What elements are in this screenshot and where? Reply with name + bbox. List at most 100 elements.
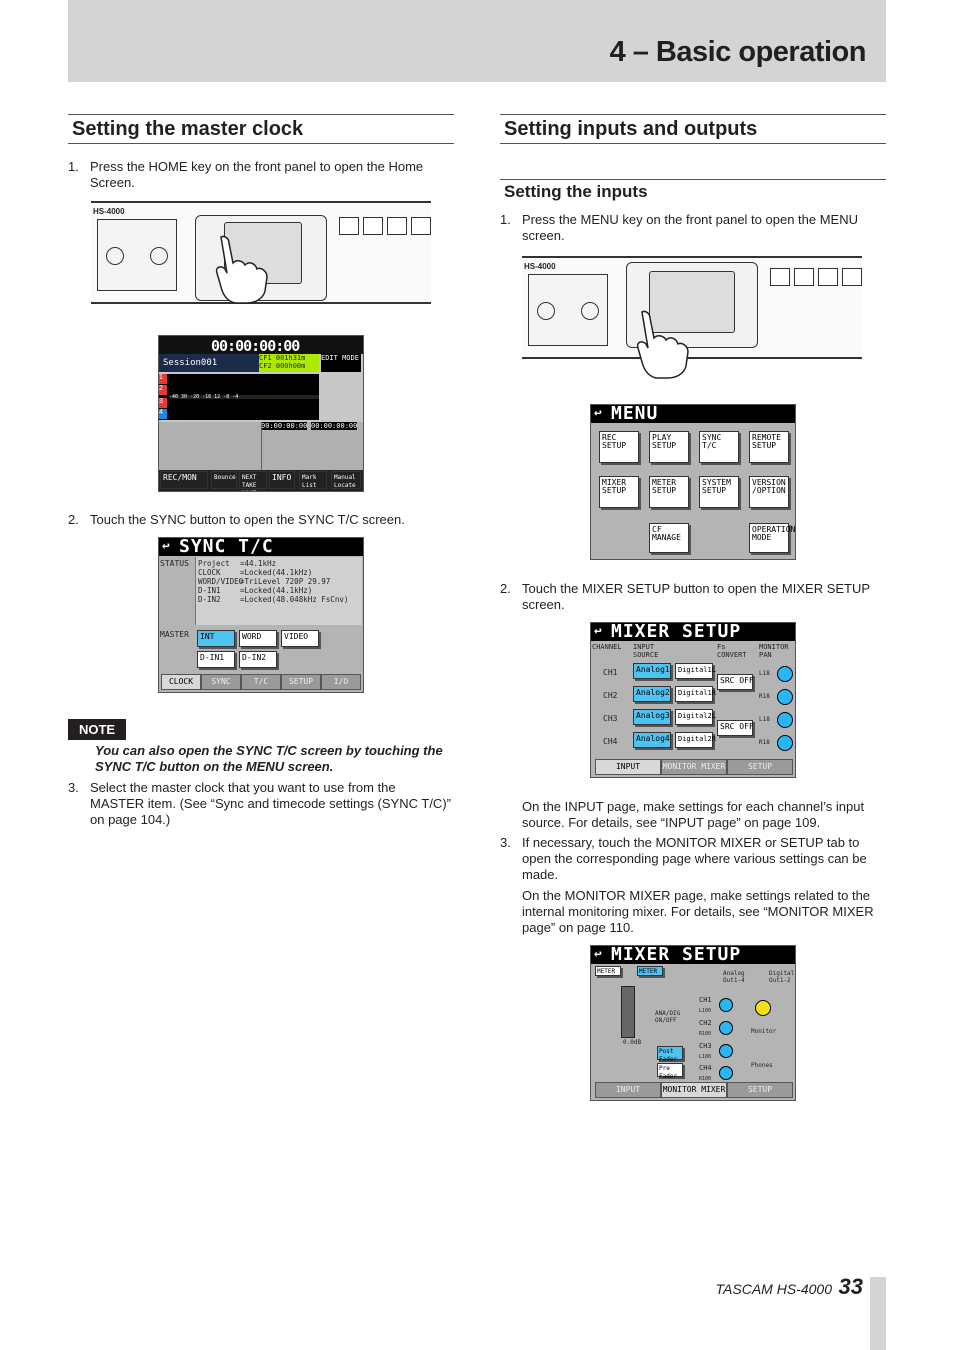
pan-value: L18 — [759, 670, 770, 677]
manual-locate-button: Manual Locate — [331, 471, 361, 489]
meter-button: METER — [595, 966, 621, 976]
header-monitor-pan: MONITOR PAN — [759, 643, 789, 659]
status-row: D-IN1=Locked(44.1kHz) — [198, 586, 313, 595]
ch-pan-value: L100 — [699, 1054, 712, 1060]
rec-setup-button: REC SETUP — [599, 431, 639, 463]
menu-title-text: MENU — [611, 404, 659, 424]
step-text-line: If necessary, touch the MONITOR MIXER or… — [522, 835, 860, 850]
note-line: You can also open the SYNC T/C screen by… — [95, 743, 443, 758]
analog-out-label: Analog Out1-4 — [723, 970, 745, 984]
step-text-line: Press the MENU key on the front panel to… — [522, 212, 859, 227]
tab-io: I/O — [321, 674, 361, 690]
status-row: Project=44.1kHz — [198, 559, 277, 568]
touch-screen — [649, 271, 735, 333]
step-number: 3. — [500, 835, 511, 850]
note-label: NOTE — [68, 719, 126, 740]
edit-mode-button: EDIT MODE — [321, 354, 361, 372]
master-din2-button: D-IN2 — [239, 651, 277, 668]
knob-icon — [537, 302, 555, 320]
step-text-line: screen. — [522, 597, 565, 612]
page-header: 4 – Basic operation — [68, 0, 886, 82]
stop-button — [770, 268, 790, 286]
cf2-remaining: CF2 000h00m — [259, 362, 306, 370]
pan-knob-icon — [719, 1066, 733, 1080]
step-number: 3. — [68, 780, 79, 795]
step-text-line: Select the master clock that you want to… — [90, 780, 396, 795]
tab-setup: SETUP — [281, 674, 321, 690]
tab-monitor-mixer: MONITOR MIXER — [661, 759, 727, 775]
step-text-line: Touch the MIXER SETUP button to open the… — [522, 581, 871, 596]
monitor-level-knob-icon — [755, 1000, 771, 1016]
track-4: 4 — [159, 409, 167, 419]
monitor-label: Monitor — [751, 1028, 777, 1035]
status-label: STATUS — [160, 559, 189, 568]
channel-label: CH2 — [603, 691, 618, 700]
status-row: D-IN2=Locked(48.048kHz FsCnv) — [198, 595, 349, 604]
timeline-area: 00:00:00:00 00:00:00:00 — [159, 422, 363, 470]
operation-mode-button: OPERATION MODE — [749, 523, 795, 553]
ch-pan-value: R100 — [699, 1031, 712, 1037]
paragraph-line: On the MONITOR MIXER page, make settings… — [522, 888, 871, 903]
system-setup-button: SYSTEM SETUP — [699, 476, 739, 508]
pointing-hand-icon — [636, 310, 689, 379]
step-text-line: open the corresponding page where variou… — [522, 851, 867, 866]
device-brand: HS-4000 — [93, 207, 125, 216]
step-text-line: Screen. — [90, 175, 135, 190]
mixer-setup-input-screen: ↩ MIXER SETUP CHANNEL INPUT SOURCE Fs CO… — [590, 622, 796, 778]
analog3-source-button: Analog3 — [633, 709, 671, 725]
analog4-source-button: Analog4 — [633, 732, 671, 748]
back-arrow-icon: ↩ — [162, 539, 171, 554]
fader-icon — [621, 986, 635, 1038]
digital2r-source-button: Digital2R — [675, 732, 716, 748]
knob-icon — [150, 247, 168, 265]
menu-screen-title: ↩ MENU — [591, 405, 795, 423]
pointing-hand-icon — [215, 235, 268, 304]
paragraph-line: internal monitoring mixer. For details, … — [522, 904, 874, 919]
step-text-line: screen. — [522, 228, 565, 243]
header-channel: CHANNEL — [592, 643, 622, 651]
step-text-line: made. — [522, 867, 559, 882]
rec-button — [842, 268, 862, 286]
step-number: 2. — [68, 512, 79, 527]
bounce-button: Bounce T/O — [211, 471, 250, 489]
chapter-title: 4 – Basic operation — [609, 36, 867, 68]
rec-button — [411, 217, 431, 235]
fader-level: 0.0dB — [623, 1039, 642, 1046]
tab-setup: SETUP — [727, 1082, 793, 1098]
section-title-master-clock: Setting the master clock — [68, 114, 454, 144]
tab-clock: CLOCK — [161, 674, 201, 690]
step-text-line: Press the HOME key on the front panel to… — [90, 159, 424, 174]
play-button — [363, 217, 383, 235]
knob-icon — [581, 302, 599, 320]
pan-knob-icon — [777, 666, 793, 682]
pan-value: L18 — [759, 716, 770, 723]
digital-out-label: Digital Out1-2 — [769, 970, 795, 984]
tab-input: INPUT — [595, 759, 661, 775]
channel-label: CH4 — [603, 737, 618, 746]
remote-setup-button: REMOTE SETUP — [749, 431, 789, 463]
pan-knob-icon — [719, 998, 733, 1012]
level-meters: 1 2 3 4 -40 30 -20 -16 12 -8 -4 — [159, 374, 319, 420]
pause-button — [818, 268, 838, 286]
timecode-a: 00:00:00:00 — [261, 422, 308, 430]
master-label: MASTER — [160, 630, 189, 639]
pan-knob-icon — [777, 735, 793, 751]
ch-label: CH2 — [699, 1019, 712, 1027]
track-3: 3 — [159, 398, 167, 408]
info-button: INFO — [269, 471, 295, 489]
master-int-button: INT — [197, 630, 235, 647]
drive-bay — [528, 274, 608, 346]
src-off-button: SRC OFF — [717, 720, 754, 736]
next-take-name-button: NEXT TAKE NAME — [239, 471, 267, 491]
note-text: You can also open the SYNC T/C screen by… — [95, 743, 455, 775]
channel-label: CH3 — [603, 714, 618, 723]
ana-dig-label: ANA/DIG ON/OFF — [655, 1010, 681, 1024]
back-arrow-icon: ↩ — [594, 624, 603, 639]
home-screen: 00:00:00:00 Session001 CF1 001h31m CF2 0… — [158, 335, 364, 492]
master-video-button: VIDEO — [281, 630, 319, 647]
mixer-setup-monitor-screen: ↩ MIXER SETUP METER METER 0.0dB Analog O… — [590, 945, 796, 1101]
paragraph-line: source. For details, see “INPUT page” on… — [522, 815, 821, 830]
step-number: 1. — [500, 212, 511, 227]
pan-knob-icon — [777, 712, 793, 728]
cf1-remaining: CF1 001h31m — [259, 354, 306, 362]
